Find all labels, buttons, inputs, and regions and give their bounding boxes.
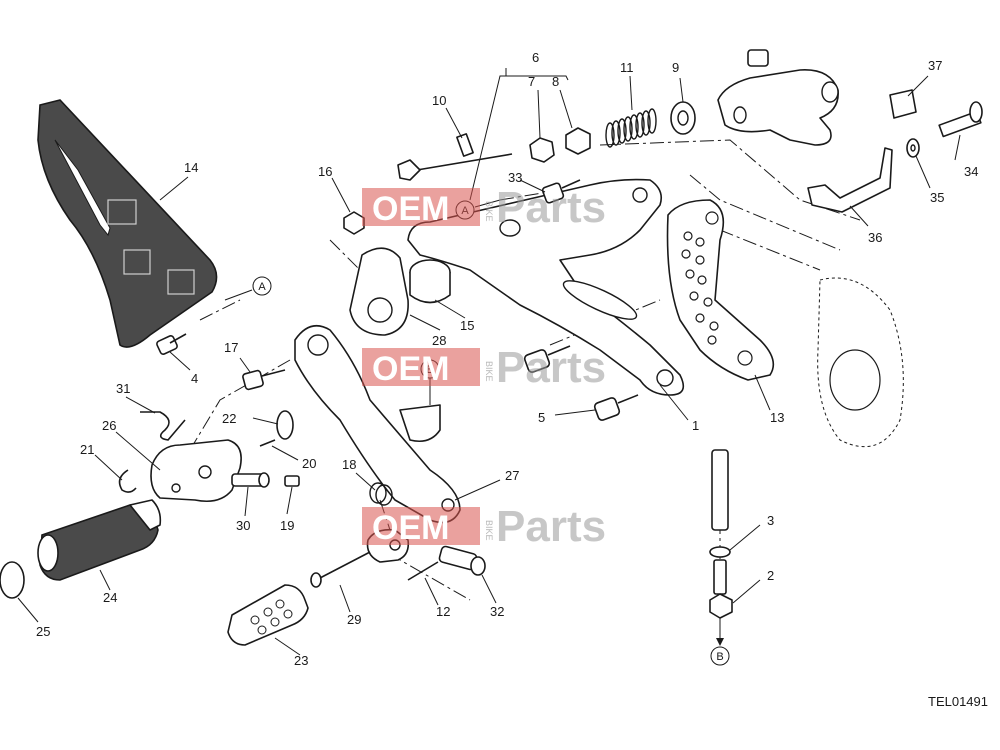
callout-4: 4 bbox=[191, 371, 198, 386]
bushing-part-15 bbox=[409, 259, 451, 304]
watermark-1: OEM BIKE Parts bbox=[362, 183, 606, 232]
main-bracket-part-1 bbox=[407, 178, 685, 396]
nut-part-2 bbox=[709, 593, 733, 619]
callout-15: 15 bbox=[460, 318, 474, 333]
pin-part-30 bbox=[231, 472, 270, 488]
ref-b-label-2: B bbox=[716, 651, 723, 663]
callout-32: 32 bbox=[490, 604, 504, 619]
ref-b-marker-2 bbox=[710, 646, 730, 666]
master-cylinder bbox=[717, 49, 839, 146]
callout-28: 28 bbox=[432, 333, 446, 348]
callout-36: 36 bbox=[868, 230, 882, 245]
stud-part-3 bbox=[709, 449, 731, 595]
watermark-oem-3: OEM bbox=[372, 509, 449, 547]
ref-a-marker-1 bbox=[252, 276, 272, 296]
watermark-parts-2: Parts bbox=[496, 343, 606, 392]
ref-a-label-1: A bbox=[258, 281, 266, 293]
bushing-part-19 bbox=[284, 475, 300, 487]
callout-30: 30 bbox=[236, 518, 250, 533]
engine-cover-outline bbox=[817, 277, 904, 448]
cap-part-25 bbox=[0, 561, 25, 599]
perforated-bracket-part-13 bbox=[666, 199, 775, 381]
watermark-2: OEM BIKE Parts bbox=[362, 343, 606, 392]
callout-37: 37 bbox=[928, 58, 942, 73]
callout-labels: 1 2 3 4 5 6 7 8 9 10 11 12 13 14 15 16 1… bbox=[36, 50, 978, 668]
callout-12: 12 bbox=[436, 604, 450, 619]
leader-lines bbox=[17, 68, 961, 656]
bolt-part-4 bbox=[156, 333, 187, 355]
callout-33: 33 bbox=[508, 170, 522, 185]
watermark-parts-1: Parts bbox=[496, 183, 606, 232]
callout-14: 14 bbox=[184, 160, 198, 175]
callout-24: 24 bbox=[103, 590, 117, 605]
pin-part-12 bbox=[407, 561, 439, 581]
spring-part-18 bbox=[369, 482, 393, 506]
callout-19: 19 bbox=[280, 518, 294, 533]
callout-29: 29 bbox=[347, 612, 361, 627]
callout-34: 34 bbox=[964, 164, 978, 179]
callout-17: 17 bbox=[224, 340, 238, 355]
footpeg-mount-part-26 bbox=[150, 439, 242, 503]
callout-9: 9 bbox=[672, 60, 679, 75]
washer-part-9 bbox=[670, 101, 696, 135]
callout-5: 5 bbox=[538, 410, 545, 425]
callout-20: 20 bbox=[302, 456, 316, 471]
watermark-oem-1: OEM bbox=[372, 190, 449, 228]
callout-31: 31 bbox=[116, 381, 130, 396]
pin-part-32 bbox=[438, 545, 486, 576]
watermark-oem-2: OEM bbox=[372, 350, 449, 388]
callout-18: 18 bbox=[342, 457, 356, 472]
washer-part-35 bbox=[906, 138, 920, 158]
callout-7: 7 bbox=[528, 74, 535, 89]
callout-23: 23 bbox=[294, 653, 308, 668]
spring-part-31 bbox=[140, 411, 186, 441]
footpeg-part-24 bbox=[37, 499, 162, 581]
callout-3: 3 bbox=[767, 513, 774, 528]
pin-part-10 bbox=[397, 133, 513, 181]
watermark-bike-2: BIKE bbox=[484, 361, 494, 382]
drawing-code: TEL01491 bbox=[928, 694, 988, 709]
nut-part-8 bbox=[565, 127, 591, 155]
callout-21: 21 bbox=[80, 442, 94, 457]
callout-6: 6 bbox=[532, 50, 539, 65]
nut-part-7 bbox=[529, 137, 555, 163]
o-ring-part-22 bbox=[276, 410, 294, 440]
callout-26: 26 bbox=[102, 418, 116, 433]
bolt-part-34 bbox=[938, 101, 983, 138]
callout-1: 1 bbox=[692, 418, 699, 433]
cap-part-37 bbox=[889, 89, 917, 119]
clamp-part-28 bbox=[349, 247, 409, 336]
callout-22: 22 bbox=[222, 411, 236, 426]
watermark-parts-3: Parts bbox=[496, 502, 606, 551]
callout-11: 11 bbox=[620, 60, 634, 75]
watermark-bike-3: BIKE bbox=[484, 520, 494, 541]
arrow-down bbox=[716, 618, 724, 646]
spring-part-11 bbox=[605, 108, 657, 148]
callout-10: 10 bbox=[432, 93, 446, 108]
bracket-part-36 bbox=[807, 147, 893, 213]
pin-part-20 bbox=[259, 439, 276, 447]
nut-part-16 bbox=[343, 211, 365, 235]
callout-8: 8 bbox=[552, 74, 559, 89]
heel-guard-part-14 bbox=[37, 99, 218, 348]
callout-16: 16 bbox=[318, 164, 332, 179]
bolt-part-5b bbox=[593, 394, 639, 421]
callout-2: 2 bbox=[767, 568, 774, 583]
bolt-part-17 bbox=[242, 369, 286, 391]
watermark-bike-1: BIKE bbox=[484, 201, 494, 222]
watermark-3: OEM BIKE Parts bbox=[362, 502, 606, 551]
clip-part-21 bbox=[118, 469, 137, 493]
callout-35: 35 bbox=[930, 190, 944, 205]
bolt-part-33 bbox=[541, 179, 581, 204]
callout-27: 27 bbox=[505, 468, 519, 483]
bolt-part-5a bbox=[523, 345, 571, 373]
callout-25: 25 bbox=[36, 624, 50, 639]
callout-13: 13 bbox=[770, 410, 784, 425]
pedal-rubber-part-23 bbox=[227, 584, 309, 646]
